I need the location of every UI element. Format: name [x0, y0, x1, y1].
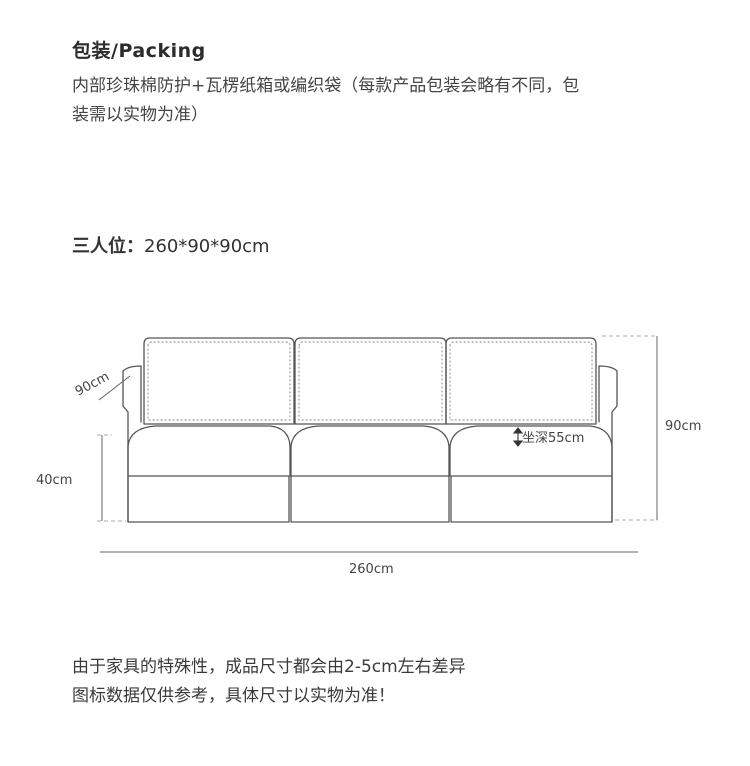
base-middle — [290, 475, 450, 523]
packing-line-1: 内部珍珠棉防护+瓦楞纸箱或编织袋（每款产品包装会略有不同，包 — [72, 76, 580, 96]
packing-title: 包装/Packing — [72, 40, 206, 62]
right-arm — [598, 365, 618, 523]
size-value: 260*90*90cm — [144, 236, 270, 257]
size-label: 三人位： — [72, 236, 144, 257]
base-left — [127, 475, 290, 523]
seat-depth-arrow-down-icon — [512, 440, 524, 447]
back-cushion-middle — [294, 337, 447, 425]
seat-cushion-middle — [290, 425, 450, 477]
size-heading: 三人位：260*90*90cm — [72, 232, 270, 258]
back-cushion-left — [143, 337, 295, 425]
left-arm — [122, 365, 142, 523]
seat-depth-arrow-up-icon — [512, 427, 524, 434]
seat-cushion-right — [449, 425, 613, 477]
seat-height-label: 40cm — [36, 473, 72, 488]
base-right — [450, 475, 613, 523]
arm-depth-line — [98, 375, 131, 401]
seat-cushion-left — [127, 425, 291, 477]
disclaimer-line-1: 由于家具的特殊性，成品尺寸都会由2-5cm左右差异 — [72, 657, 466, 677]
total-height-label: 90cm — [665, 419, 701, 434]
total-width-label: 260cm — [349, 562, 394, 577]
disclaimer-line-2: 图标数据仅供参考，具体尺寸以实物为准！ — [72, 686, 395, 706]
packing-description: 内部珍珠棉防护+瓦楞纸箱或编织袋（每款产品包装会略有不同，包 装需以实物为准） — [72, 72, 672, 130]
seat-depth-label: 坐深55cm — [522, 431, 584, 446]
back-cushion-right — [445, 337, 597, 425]
packing-line-2: 装需以实物为准） — [72, 105, 208, 125]
size-disclaimer: 由于家具的特殊性，成品尺寸都会由2-5cm左右差异 图标数据仅供参考，具体尺寸以… — [72, 653, 466, 711]
